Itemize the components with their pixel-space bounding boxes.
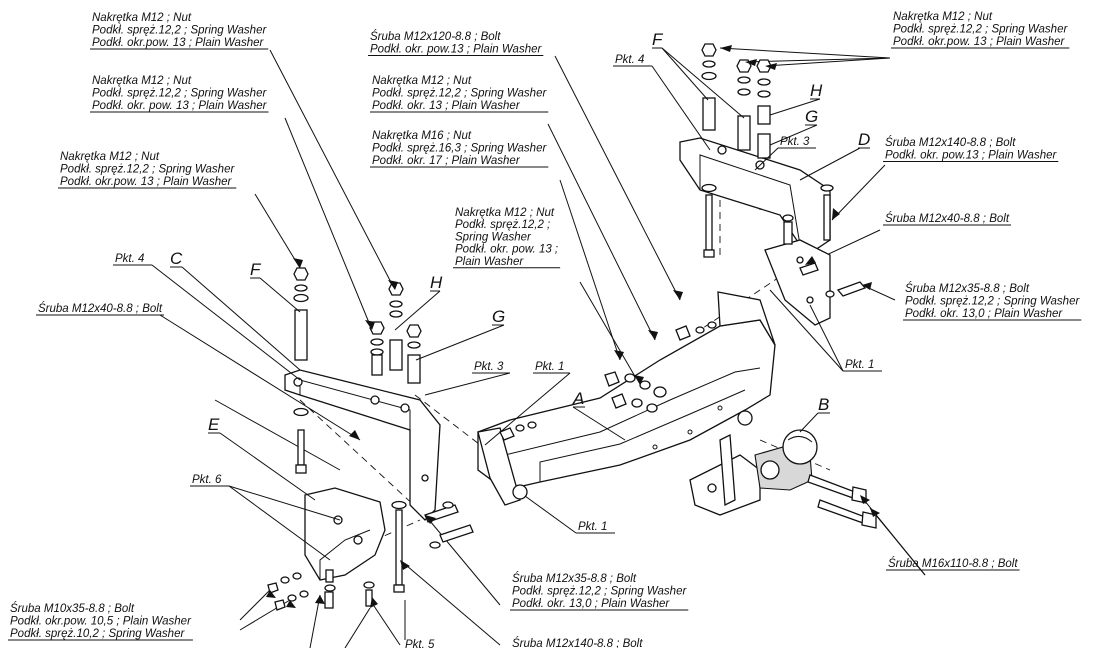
left-fastener-stack [293,267,422,593]
callout-line: Podkł. okr. pow. 13 ; [455,244,558,256]
label-part-g-right: G [805,107,818,126]
callout-line: Śruba M12x140-8.8 ; Bolt [885,136,1016,149]
callout-line: Podkł. okr. pow. 13 ; Plain Washer [92,100,268,112]
callout-line: Podkł. spręż.12,2 ; Spring Washer [92,25,267,37]
right-bracket-d [679,137,831,326]
label-part-h-right: H [810,81,823,100]
label-pkt3-b: Pkt. 3 [780,136,810,148]
label-pkt1-b: Pkt. 1 [578,521,607,533]
callout-line: Śruba M16x110-8.8 ; Bolt [888,557,1018,570]
label-part-e: E [208,415,220,434]
callout-line: Podkł. okr. 13 ; Plain Washer [372,100,521,112]
label-pkt1-c: Pkt. 1 [845,359,874,371]
crossbar-a [477,291,776,506]
label-pkt4-a: Pkt. 4 [115,253,144,265]
callout-line: Podkł. spręż.12,2 ; Spring Washer [905,296,1080,308]
label-part-g: G [492,307,505,326]
callout-line: Nakrętka M12 ; Nut [92,12,192,24]
callout-line: Podkł. spręż.12,2 ; Spring Washer [92,88,267,100]
label-pkt1-a: Pkt. 1 [535,361,564,373]
label-part-d: D [858,130,870,149]
lower-bracket-e [304,487,386,581]
callout-line: Podkł. spręż.12,2 ; Spring Washer [893,24,1068,36]
callout-line: Nakrętka M16 ; Nut [372,130,472,142]
label-pkt5: Pkt. 5 [405,639,435,648]
point-labels: Pkt. 1 Pkt. 1 Pkt. 1 Pkt. 3 Pkt. 3 Pkt. … [113,47,882,648]
part-letters: A B C D E F F G G H H [170,30,870,434]
left-bracket-c [284,369,441,521]
callout-line: Nakrętka M12 ; Nut [455,207,555,219]
label-part-f: F [250,260,262,279]
label-part-b: B [818,395,829,414]
callout-line: Podkł. okr. 13,0 ; Plain Washer [905,308,1063,320]
callout-bolt-m12x40-l: Śruba M12x40-8.8 ; Bolt [36,302,165,316]
callout-line: Podkł. spręż.10,2 ; Spring Washer [10,628,185,640]
ball-hitch-b [689,429,818,516]
callout-line: Śruba M12x40-8.8 ; Bolt [885,212,1010,225]
callout-line: Śruba M10x35-8.8 ; Bolt [10,602,135,615]
callout-bolt-m16x110: Śruba M16x110-8.8 ; Bolt [886,557,1020,571]
callout-line: Podkł. okr. pow.13 ; Plain Washer [885,150,1057,162]
callout-line: Plain Washer [455,256,524,268]
callout-line: Podkł. spręż.16,3 ; Spring Washer [372,143,547,155]
callout-line: Podkł. okr.pow. 13 ; Plain Washer [893,36,1065,48]
callout-line: Spring Washer [455,231,532,243]
callout-line: Podkł. spręż.12,2 ; Spring Washer [512,586,687,598]
callout-line: Podkł. spręż.12,2 ; Spring Washer [60,164,235,176]
callout-line: Śruba M12x120-8.8 ; Bolt [370,30,501,43]
callout-line: Podkł. spręż.12,2 ; Spring Washer [372,88,547,100]
callout-bolt-m12x40-r: Śruba M12x40-8.8 ; Bolt [883,212,1012,226]
callout-line: Nakrętka M12 ; Nut [893,11,993,23]
callout-line: Podkł. okr.pow. 10,5 ; Plain Washer [10,616,192,628]
label-pkt4-b: Pkt. 4 [615,54,644,66]
callout-line: Nakrętka M12 ; Nut [372,75,472,87]
callout-line: Podkł. okr. 17 ; Plain Washer [372,155,521,167]
callout-line: Podkł. okr. 13,0 ; Plain Washer [512,598,670,610]
label-pkt6: Pkt. 6 [192,474,222,486]
callout-line: Śruba M12x40-8.8 ; Bolt [38,302,163,315]
bolts-m16x110 [807,474,877,529]
callout-line: Śruba M12x140-8.8 ; Bolt [512,637,643,648]
label-part-h: H [430,273,443,292]
callout-line: Nakrętka M12 ; Nut [92,75,192,87]
callout-line: Nakrętka M12 ; Nut [60,151,160,163]
label-pkt3-a: Pkt. 3 [474,361,504,373]
label-part-a: A [572,389,584,408]
callout-line: Podkł. okr.pow. 13 ; Plain Washer [92,37,264,49]
leader-lines [159,47,926,648]
callout-line: Śruba M12x35-8.8 ; Bolt [905,282,1030,295]
right-fastener-stack [701,43,867,298]
arrowheads [266,45,880,608]
label-part-f-right: F [652,30,664,49]
label-part-c: C [170,249,183,268]
callout-line: Podkł. spręż.12,2 ; [455,219,550,231]
callout-line: Śruba M12x35-8.8 ; Bolt [512,572,637,585]
callout-bolt-m12x140-b: Śruba M12x140-8.8 ; Bolt [512,637,643,648]
callout-line: Podkł. okr.pow. 13 ; Plain Washer [60,176,232,188]
callout-line: Podkł. okr. pow.13 ; Plain Washer [370,44,542,56]
bottom-left-fasteners [267,569,375,611]
